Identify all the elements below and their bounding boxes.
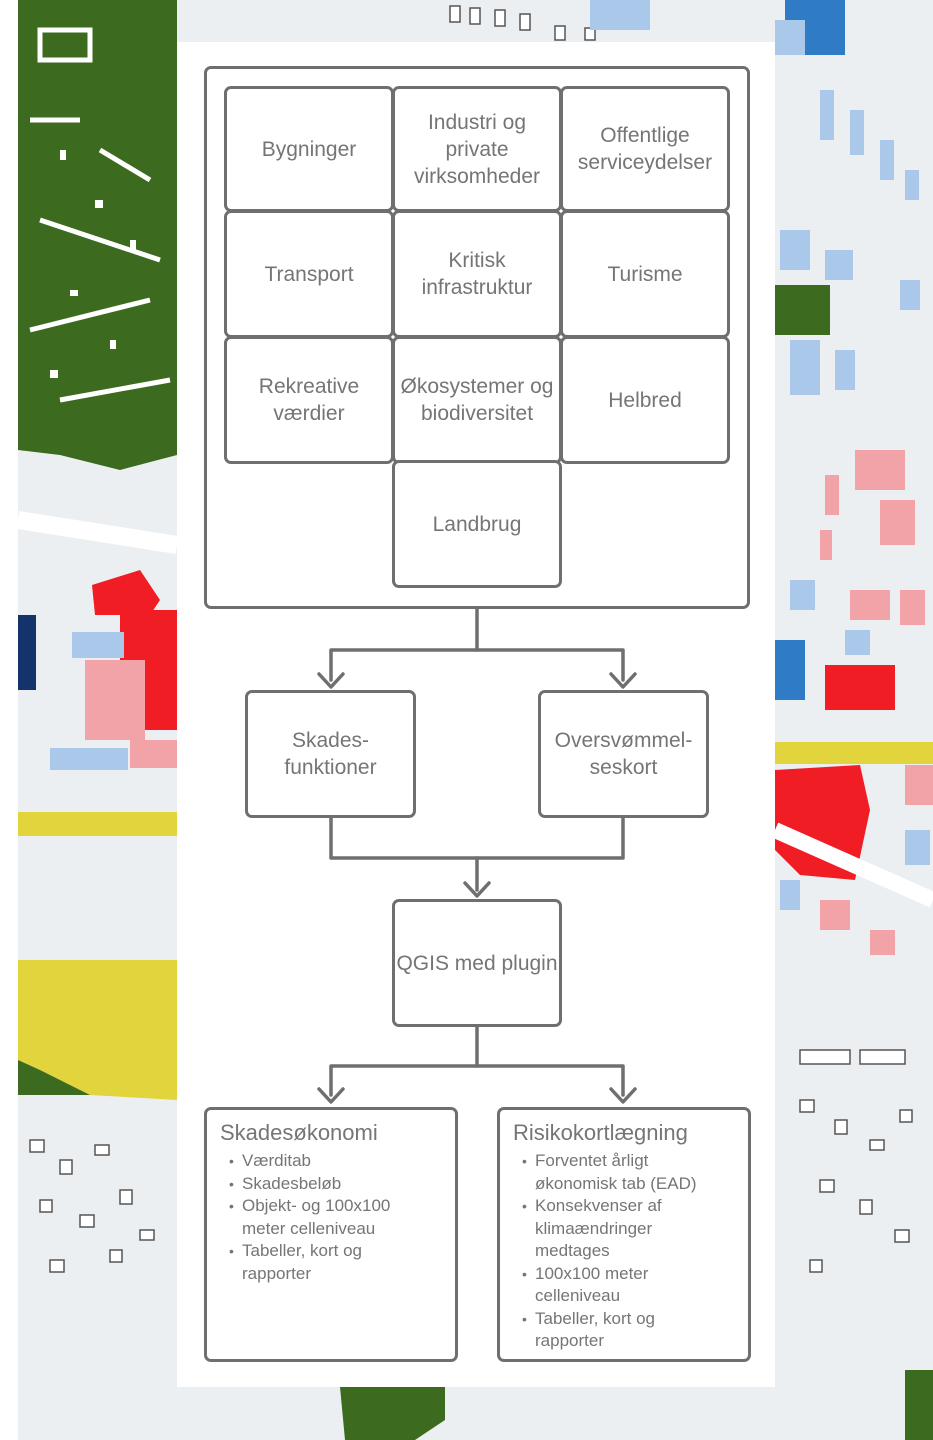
list-item: Objekt- og 100x100 meter celleniveau	[229, 1195, 432, 1240]
sector-bygninger: Bygninger	[224, 86, 394, 212]
list-item: Forventet årligt økonomisk tab (EAD)	[522, 1150, 735, 1195]
sector-offentlige: Offentlige serviceydelser	[560, 86, 730, 212]
sector-industri: Industri og private virksomheder	[392, 86, 562, 212]
sector-landbrug: Landbrug	[392, 460, 562, 588]
sector-transport: Transport	[224, 210, 394, 338]
sector-okosystemer: Økosystemer og biodiversitet	[392, 336, 562, 464]
list-item: Tabeller, kort og rapporter	[522, 1308, 695, 1353]
list-item: Konsekvenser af klimaændringer medtages	[522, 1195, 685, 1263]
sector-kritisk-infrastruktur: Kritisk infrastruktur	[392, 210, 562, 338]
list-item: Skadesbeløb	[229, 1173, 455, 1196]
list-item: Værditab	[229, 1150, 455, 1173]
building-cluster-left	[18, 570, 177, 770]
list-item: 100x100 meter celleniveau	[522, 1263, 685, 1308]
forest-bottom	[340, 1387, 445, 1440]
qgis-node: QGIS med plugin	[392, 899, 562, 1027]
damage-economy-list: Værditab Skadesbeløb Objekt- og 100x100 …	[220, 1150, 455, 1285]
sector-turisme: Turisme	[560, 210, 730, 338]
sector-rekreative: Rekreative værdier	[224, 336, 394, 464]
damage-economy-title: Skadesøkonomi	[220, 1120, 378, 1145]
flood-maps-node: Oversvømmel-seskort	[538, 690, 709, 818]
yellow-area	[18, 960, 177, 1100]
building-cluster-right	[775, 0, 933, 1440]
sector-helbred: Helbred	[560, 336, 730, 464]
risk-mapping-title: Risikokortlægning	[513, 1120, 688, 1145]
damage-functions-node: Skades-funktioner	[245, 690, 416, 818]
risk-mapping-list: Forventet årligt økonomisk tab (EAD) Kon…	[513, 1150, 748, 1353]
risk-mapping-box: Risikokortlægning Forventet årligt økono…	[497, 1107, 751, 1362]
list-item: Tabeller, kort og rapporter	[229, 1240, 402, 1285]
damage-economy-box: Skadesøkonomi Værditab Skadesbeløb Objek…	[204, 1107, 458, 1362]
